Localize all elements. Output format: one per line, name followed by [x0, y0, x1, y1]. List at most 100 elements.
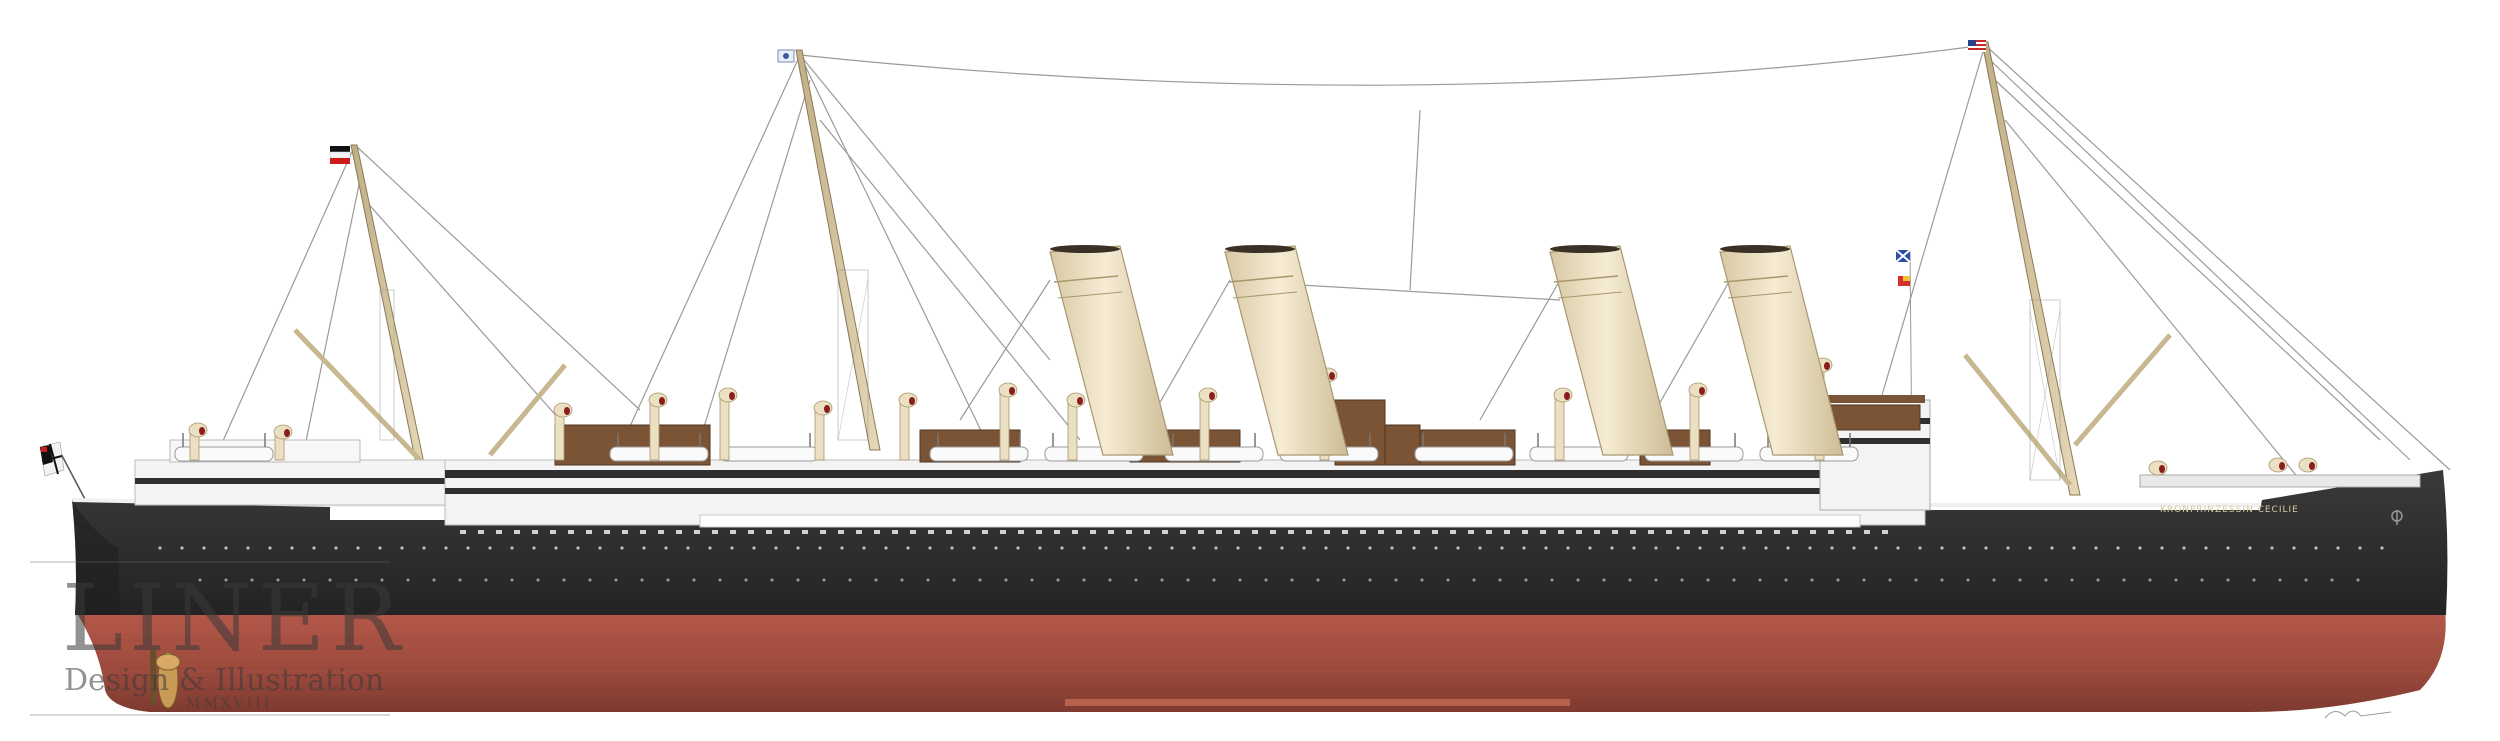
window: [874, 530, 880, 534]
german-flag-icon: [329, 146, 351, 164]
propeller-icon: [150, 650, 181, 709]
porthole: [1160, 578, 1164, 582]
ventilator: [273, 424, 293, 461]
porthole: [2044, 578, 2048, 582]
porthole: [1016, 546, 1020, 550]
porthole: [354, 578, 358, 582]
porthole: [2226, 578, 2230, 582]
porthole: [2304, 578, 2308, 582]
porthole: [1862, 578, 1866, 582]
porthole: [1632, 546, 1636, 550]
window: [1090, 530, 1096, 534]
ventilator: [1066, 392, 1086, 461]
porthole: [642, 546, 646, 550]
porthole: [1918, 546, 1922, 550]
porthole: [202, 546, 206, 550]
porthole: [730, 546, 734, 550]
window: [802, 530, 808, 534]
porthole: [1434, 546, 1438, 550]
porthole: [818, 546, 822, 550]
porthole: [1368, 546, 1372, 550]
porthole: [1500, 546, 1504, 550]
porthole: [2336, 546, 2340, 550]
porthole: [2148, 578, 2152, 582]
porthole: [1170, 546, 1174, 550]
porthole: [562, 578, 566, 582]
window: [1360, 530, 1366, 534]
porthole: [1940, 546, 1944, 550]
porthole: [1764, 546, 1768, 550]
porthole: [1784, 578, 1788, 582]
porthole: [510, 578, 514, 582]
superstructure: [134, 395, 2421, 528]
porthole: [1258, 546, 1262, 550]
window: [1468, 530, 1474, 534]
porthole: [536, 578, 540, 582]
window: [658, 530, 664, 534]
hull-bottom-red: [75, 610, 2446, 712]
porthole: [1602, 578, 1606, 582]
porthole: [862, 546, 866, 550]
window: [1036, 530, 1042, 534]
window: [1882, 530, 1888, 534]
porthole: [774, 546, 778, 550]
porthole: [928, 546, 932, 550]
window: [1558, 530, 1564, 534]
porthole: [1966, 578, 1970, 582]
porthole: [302, 578, 306, 582]
porthole: [796, 546, 800, 550]
porthole: [906, 546, 910, 550]
porthole: [1732, 578, 1736, 582]
porthole: [1082, 578, 1086, 582]
porthole: [2072, 546, 2076, 550]
porthole: [1316, 578, 1320, 582]
porthole: [1992, 578, 1996, 582]
window: [676, 530, 682, 534]
watermark-subtitle: Design & Illustration: [64, 663, 384, 698]
window: [1486, 530, 1492, 534]
porthole: [1264, 578, 1268, 582]
porthole: [1680, 578, 1684, 582]
porthole: [2358, 546, 2362, 550]
window: [1774, 530, 1780, 534]
porthole: [952, 578, 956, 582]
porthole: [1214, 546, 1218, 550]
porthole: [692, 578, 696, 582]
porthole: [1698, 546, 1702, 550]
window: [1234, 530, 1240, 534]
window: [1828, 530, 1834, 534]
window: [1720, 530, 1726, 534]
porthole: [2028, 546, 2032, 550]
window: [496, 530, 502, 534]
porthole: [822, 578, 826, 582]
porthole: [1456, 546, 1460, 550]
porthole: [510, 546, 514, 550]
porthole: [874, 578, 878, 582]
porthole: [1676, 546, 1680, 550]
imperial-german-flag-icon: [39, 441, 89, 506]
porthole: [1104, 546, 1108, 550]
window: [532, 530, 538, 534]
porthole: [1290, 578, 1294, 582]
porthole: [1346, 546, 1350, 550]
lifeboat: [719, 433, 819, 462]
porthole: [1004, 578, 1008, 582]
window: [1180, 530, 1186, 534]
porthole: [2096, 578, 2100, 582]
porthole: [488, 546, 492, 550]
porthole: [1852, 546, 1856, 550]
porthole: [2174, 578, 2178, 582]
window: [964, 530, 970, 534]
window: [1684, 530, 1690, 534]
porthole: [2160, 546, 2164, 550]
porthole: [950, 546, 954, 550]
porthole: [1148, 546, 1152, 550]
window: [1666, 530, 1672, 534]
watermark-year: MMXVIII: [186, 696, 272, 712]
ventilator: [898, 392, 918, 461]
porthole: [224, 546, 228, 550]
porthole: [250, 578, 254, 582]
porthole: [1888, 578, 1892, 582]
porthole: [1324, 546, 1328, 550]
window: [946, 530, 952, 534]
